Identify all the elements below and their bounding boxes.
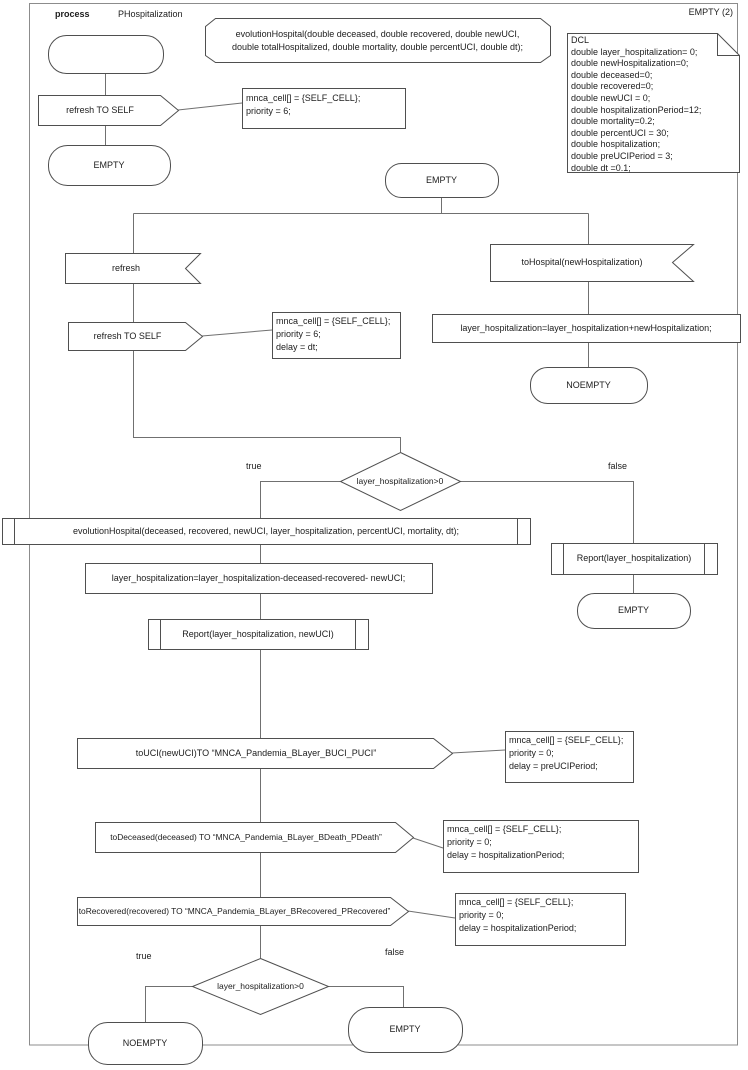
task-subtract-shape [85,563,433,594]
output-touci-label: toUCI(newUCI)TO “MNCA_Pandemia_BLayer_BU… [135,747,377,758]
task-add-hospitalization-label: layer_hospitalization=layer_hospitalizat… [460,322,712,333]
output-touci-shape [77,738,454,769]
state-empty-4-label: EMPTY [389,1024,421,1035]
comment-box-1 [242,88,406,129]
task-add-hospitalization-shape [432,314,741,343]
connector-comment-2 [201,329,273,337]
comment-3-text: mnca_cell[] = {SELF_CELL}; priority = 0;… [509,735,624,771]
comment-box-5 [455,893,626,946]
output-refresh-to-self-1-shape [38,95,180,126]
connector-decision1-false [460,481,634,543]
procedure-report-shape [551,543,718,575]
instance-count-label: EMPTY (2) [688,7,733,17]
decision-1-shape [339,451,462,512]
state-empty-2-shape [385,163,499,198]
state-empty-1-shape [48,145,171,186]
connector-comment-5 [407,910,456,919]
output-refresh-to-self-2-shape [68,322,204,351]
comment-4-text: mnca_cell[] = {SELF_CELL}; priority = 0;… [447,824,565,860]
connector-decision1-true [260,481,340,518]
output-refresh-to-self-2-label: refresh TO SELF [93,330,162,341]
diagram-shapes [2,18,741,1065]
output-todeceased-label: toDeceased(deceased) TO “MNCA_Pandemia_B… [110,831,382,842]
state-noempty-1-label: NOEMPTY [566,379,611,390]
decision-2-false-label: false [385,947,405,957]
dcl-declarations-text: DCL double layer_hospitalization= 0; dou… [571,35,702,173]
comment-5-text: mnca_cell[] = {SELF_CELL}; priority = 0;… [459,897,577,933]
connector-to-decision1 [133,350,401,452]
process-name: PHospitalization [118,9,183,19]
procedure-report-newuci-label: Report(layer_hospitalization, newUCI) [182,628,334,639]
start-state-shape [48,35,164,74]
process-keyword: process [55,9,90,19]
state-empty-3-shape [577,593,691,629]
decision-2-shape [191,957,330,1016]
decision-2-true-label: true [136,951,152,961]
output-refresh-to-self-1-label: refresh TO SELF [66,104,134,115]
state-noempty-2-shape [88,1022,203,1065]
connector-comment-1 [177,102,243,111]
state-empty-4-shape [348,1007,463,1053]
output-torecovered-label: toRecovered(recovered) TO “MNCA_Pandemia… [78,905,391,916]
connector-decision2-true [145,986,193,1022]
comment-box-2 [272,312,401,359]
decision-1-condition: layer_hospitalization>0 [356,475,444,486]
state-noempty-1-shape [530,367,648,404]
connector-decision2-false [328,986,404,1007]
dcl-note-fold [717,33,740,56]
decision-1-true-label: true [246,461,262,471]
comment-1-text: mnca_cell[] = {SELF_CELL}; priority = 6; [246,93,361,116]
procedure-report-newuci-bars [160,619,356,650]
comment-2-text: mnca_cell[] = {SELF_CELL}; priority = 6;… [276,316,391,352]
task-subtract-label: layer_hospitalization=layer_hospitalizat… [111,572,406,583]
procedure-report-bars [563,543,705,575]
connector-lines [105,73,634,1022]
output-todeceased-shape [95,822,415,853]
input-refresh-label: refresh [111,262,140,273]
input-tohospital-label: toHospital(newHospitalization) [521,257,643,268]
dcl-note-shape [567,33,740,173]
comment-box-3 [505,731,634,783]
procedure-evolution-label: evolutionHospital(deceased, recovered, n… [72,525,459,536]
state-empty-1-label: EMPTY [93,159,125,170]
state-empty-2-label: EMPTY [425,174,457,185]
procedure-evolution-bars [14,518,518,545]
connector-comment-3 [451,749,506,754]
state-noempty-2-label: NOEMPTY [122,1037,168,1048]
decision-1-false-label: false [608,461,628,471]
state-empty-3-label: EMPTY [617,605,649,616]
output-torecovered-shape [77,897,410,926]
comment-box-4 [443,820,639,873]
connector-comment-4 [412,837,444,849]
input-refresh-shape [65,253,202,284]
procedure-report-label: Report(layer_hospitalization) [576,553,692,564]
decision-2-condition: layer_hospitalization>0 [217,980,304,991]
procedure-declaration-shape [205,18,551,63]
procedure-report-newuci-shape [148,619,369,650]
procedure-evolution-shape [2,518,531,545]
input-tohospital-shape [490,244,695,282]
procedure-declaration-text: evolutionHospital(double deceased, doubl… [231,29,523,52]
